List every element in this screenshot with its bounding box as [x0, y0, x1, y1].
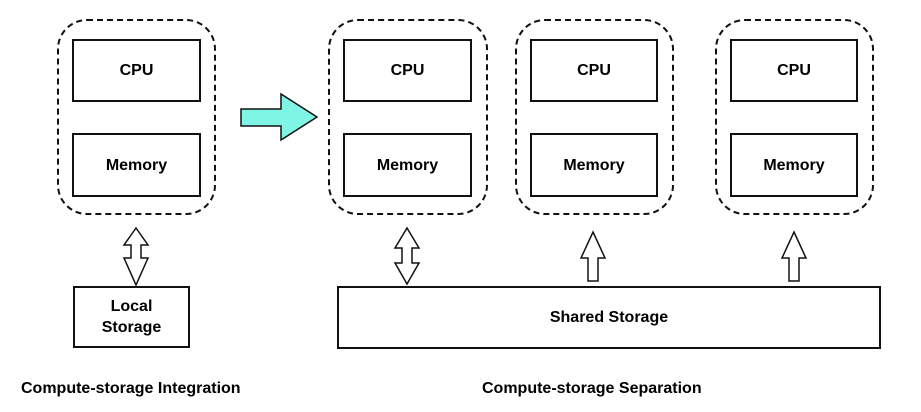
memory-label: Memory [563, 156, 625, 174]
separation-compute-node-1 [328, 19, 488, 215]
up-arrow-icon [579, 230, 607, 282]
right-arrow-icon [240, 92, 319, 142]
separation-cpu-box-1: CPU [343, 39, 472, 102]
integration-caption: Compute-storage Integration [21, 380, 241, 397]
cpu-label: CPU [390, 62, 425, 79]
separation-caption: Compute-storage Separation [482, 380, 702, 397]
bidirectional-arrow-icon [393, 226, 421, 286]
separation-memory-box-3: Memory [730, 133, 858, 197]
shared-storage-box: Shared Storage [337, 286, 881, 349]
separation-compute-node-2 [515, 19, 674, 215]
integration-cpu-box: CPU [72, 39, 201, 102]
cpu-label: CPU [777, 62, 811, 79]
separation-cpu-box-3: CPU [730, 39, 858, 102]
memory-label: Memory [105, 156, 168, 174]
separation-compute-node-3 [715, 19, 874, 215]
bidirectional-arrow-icon [122, 226, 150, 287]
cpu-label: CPU [577, 62, 611, 79]
separation-memory-box-2: Memory [530, 133, 658, 197]
local-storage-label: Local Storage [101, 298, 162, 336]
local-storage-box: Local Storage [73, 286, 190, 348]
shared-storage-label: Shared Storage [549, 309, 669, 326]
memory-label: Memory [763, 156, 825, 174]
integration-memory-box: Memory [72, 133, 201, 197]
separation-memory-box-1: Memory [343, 133, 472, 197]
separation-cpu-box-2: CPU [530, 39, 658, 102]
up-arrow-icon [780, 230, 808, 282]
integration-compute-node [57, 19, 216, 215]
memory-label: Memory [376, 156, 439, 174]
cpu-label: CPU [119, 62, 154, 79]
